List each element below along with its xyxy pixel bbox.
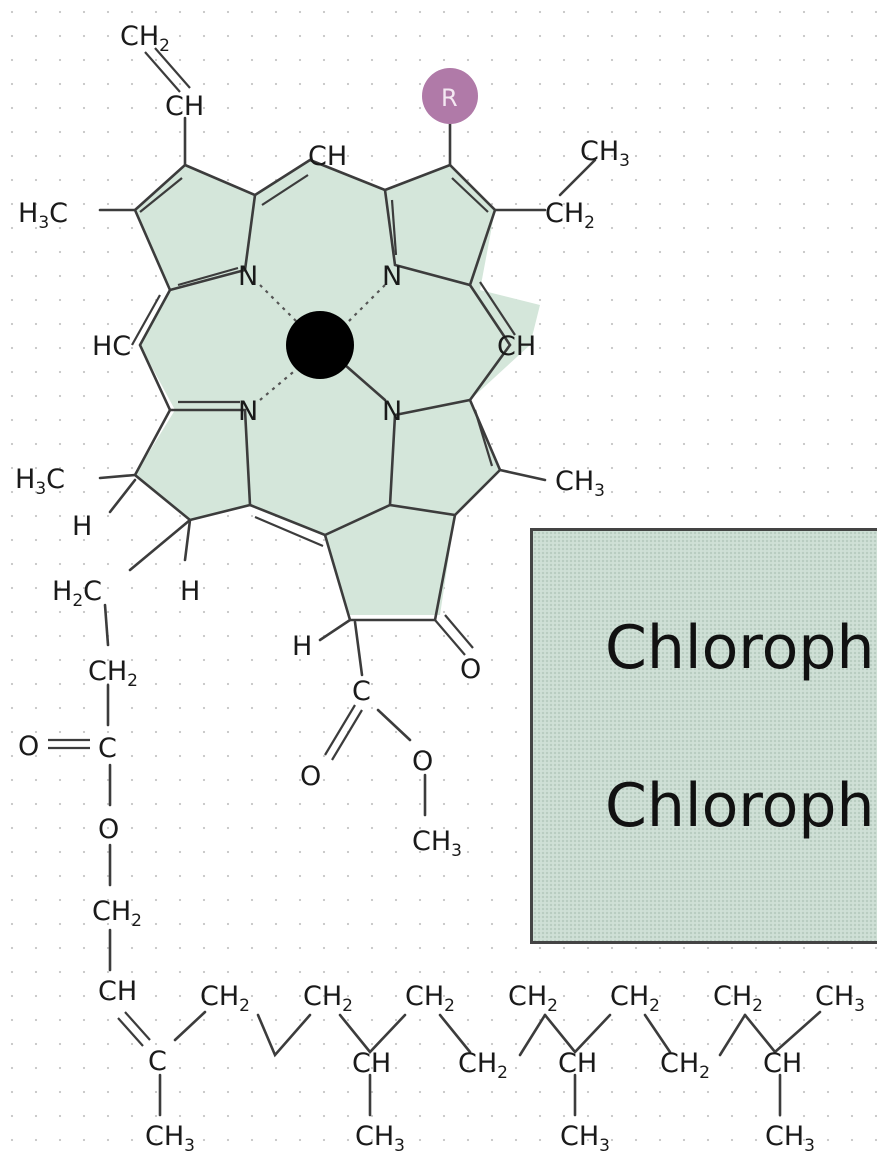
methyl-left-label: H3C: [18, 198, 68, 233]
pyrrole-bonds: [131, 158, 516, 656]
carboxyl-c-label: C: [352, 676, 371, 707]
phytyl-ch2-2: CH2: [303, 981, 353, 1016]
phytyl-ch2-1: CH2: [200, 981, 250, 1016]
phytyl-c: C: [148, 1046, 167, 1077]
meso-hc-left-label: HC: [92, 331, 131, 362]
magnesium-atom: [286, 311, 354, 379]
metal-coordination: [259, 284, 387, 402]
chain-ch2-2-label: CH2: [92, 896, 142, 931]
nitrogen-bottom-right: N: [382, 396, 402, 427]
carboxyl-o-label: O: [300, 761, 321, 792]
chain-ch2-1-label: CH2: [88, 656, 138, 691]
methoxy-ch3-label: CH3: [412, 826, 462, 861]
ethyl-ch3-label: CH3: [580, 136, 630, 171]
phytyl-ch3-1: CH3: [145, 1121, 195, 1156]
phytyl-ch-1: CH: [352, 1048, 391, 1079]
phytyl-ch3-end: CH3: [815, 981, 865, 1016]
legend-line-1: Chloroph: [605, 613, 875, 683]
ester-carbonyl-o-label: O: [18, 731, 39, 762]
phytyl-ch2-6: CH2: [713, 981, 763, 1016]
porphyrin-ring-fill: [135, 160, 540, 615]
methoxy-o-label: O: [412, 746, 433, 777]
legend-box: Chloroph Chloroph: [530, 528, 877, 944]
phytyl-chain-bonds: [117, 1010, 822, 1117]
h2c-label: H2C: [52, 576, 102, 611]
ethyl-ch2-label: CH2: [545, 198, 595, 233]
vinyl-ch2-label: CH2: [120, 21, 170, 56]
substituent-bonds: [48, 47, 597, 972]
ring5-h-label: H: [292, 631, 312, 662]
atom-labels: CH2 CH CH3 CH2 CH H3C N N N N HC CH H3C …: [15, 21, 630, 1007]
phytyl-ch2-8: CH2: [660, 1048, 710, 1083]
r-group-label: R: [441, 84, 458, 112]
methyl-lower-left-label: H3C: [15, 464, 65, 499]
phytyl-ch2-3: CH2: [405, 981, 455, 1016]
vinyl-ch-label: CH: [165, 91, 204, 122]
nitrogen-top-left: N: [238, 261, 258, 292]
hydrogen-b-label: H: [180, 576, 200, 607]
ester-c-label: C: [98, 733, 117, 764]
ester-o-label: O: [98, 814, 119, 845]
meso-ch-top-label: CH: [308, 141, 347, 172]
phytol-ch-label: CH: [98, 976, 137, 1007]
nitrogen-bottom-left: N: [238, 396, 258, 427]
legend-line-2: Chloroph: [605, 771, 875, 841]
phytyl-ch2-5: CH2: [610, 981, 660, 1016]
phytyl-ch3-3: CH3: [560, 1121, 610, 1156]
meso-ch-right-label: CH: [497, 331, 536, 362]
phytyl-ch3-2: CH3: [355, 1121, 405, 1156]
nitrogen-top-right: N: [382, 261, 402, 292]
phytyl-ch3-4: CH3: [765, 1121, 815, 1156]
r-group-circle: [422, 68, 478, 124]
phytyl-chain-labels: CH2 CH2 CH2 CH2 CH2 CH2 CH3 C CH CH2 CH …: [145, 981, 865, 1156]
phytyl-ch2-4: CH2: [508, 981, 558, 1016]
hydrogen-a-label: H: [72, 511, 92, 542]
phytyl-ch2-7: CH2: [458, 1048, 508, 1083]
methyl-right-label: CH3: [555, 466, 605, 501]
phytyl-ch-3: CH: [763, 1048, 802, 1079]
keto-o-label: O: [460, 654, 481, 685]
phytyl-ch-2: CH: [558, 1048, 597, 1079]
